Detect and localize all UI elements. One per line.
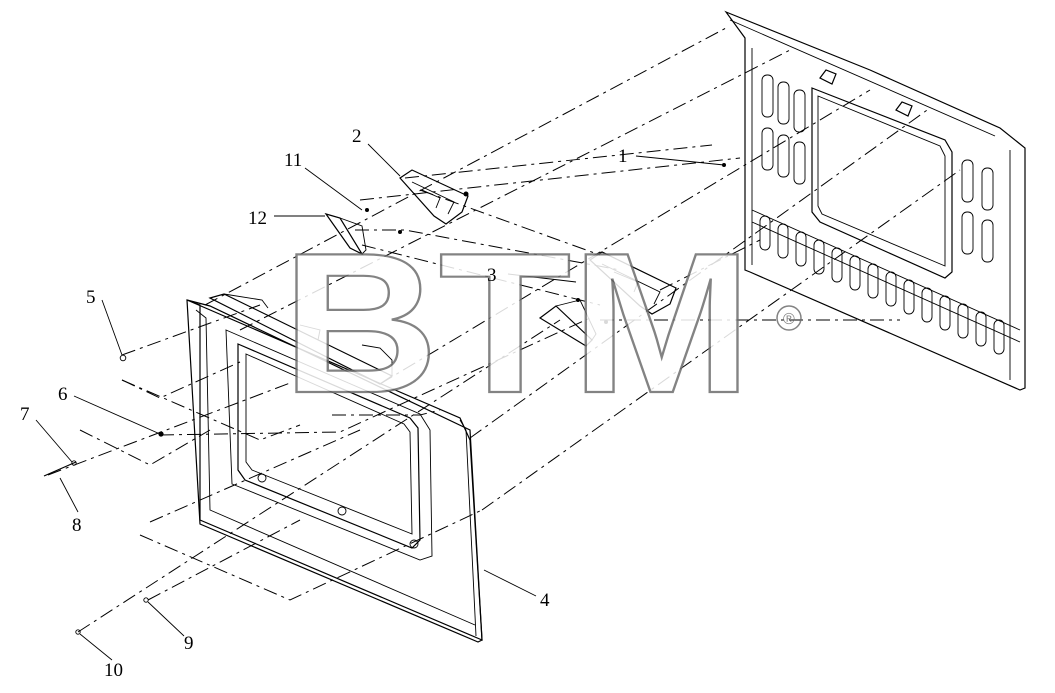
callout-10: 10	[104, 660, 123, 681]
lens-part-12	[324, 212, 367, 256]
callout-9: 9	[184, 633, 194, 654]
callout-12: 12	[248, 208, 267, 229]
callout-6: 6	[58, 384, 68, 405]
fasteners	[43, 208, 608, 635]
leader-lines	[35, 143, 725, 661]
callout-8: 8	[72, 515, 82, 536]
callout-3: 3	[487, 265, 497, 286]
callout-2: 2	[352, 126, 362, 147]
callout-11: 11	[284, 150, 302, 171]
btm-watermark: BTM ®	[281, 211, 802, 436]
rear-panel	[722, 10, 1026, 391]
callout-4: 4	[540, 590, 550, 611]
callout-7: 7	[20, 404, 30, 425]
callout-5: 5	[86, 287, 96, 308]
window-trim-frame	[186, 293, 483, 643]
callout-1: 1	[618, 146, 628, 167]
lens-right	[538, 299, 597, 347]
watermark-text: BTM	[282, 212, 752, 435]
registered-mark: ®	[783, 311, 795, 328]
bracket-part-3	[589, 251, 677, 315]
assembly-lines	[47, 27, 961, 633]
callout-labels: 1 2 3 4 5 6 7 8 9 10 11 12	[20, 126, 628, 681]
